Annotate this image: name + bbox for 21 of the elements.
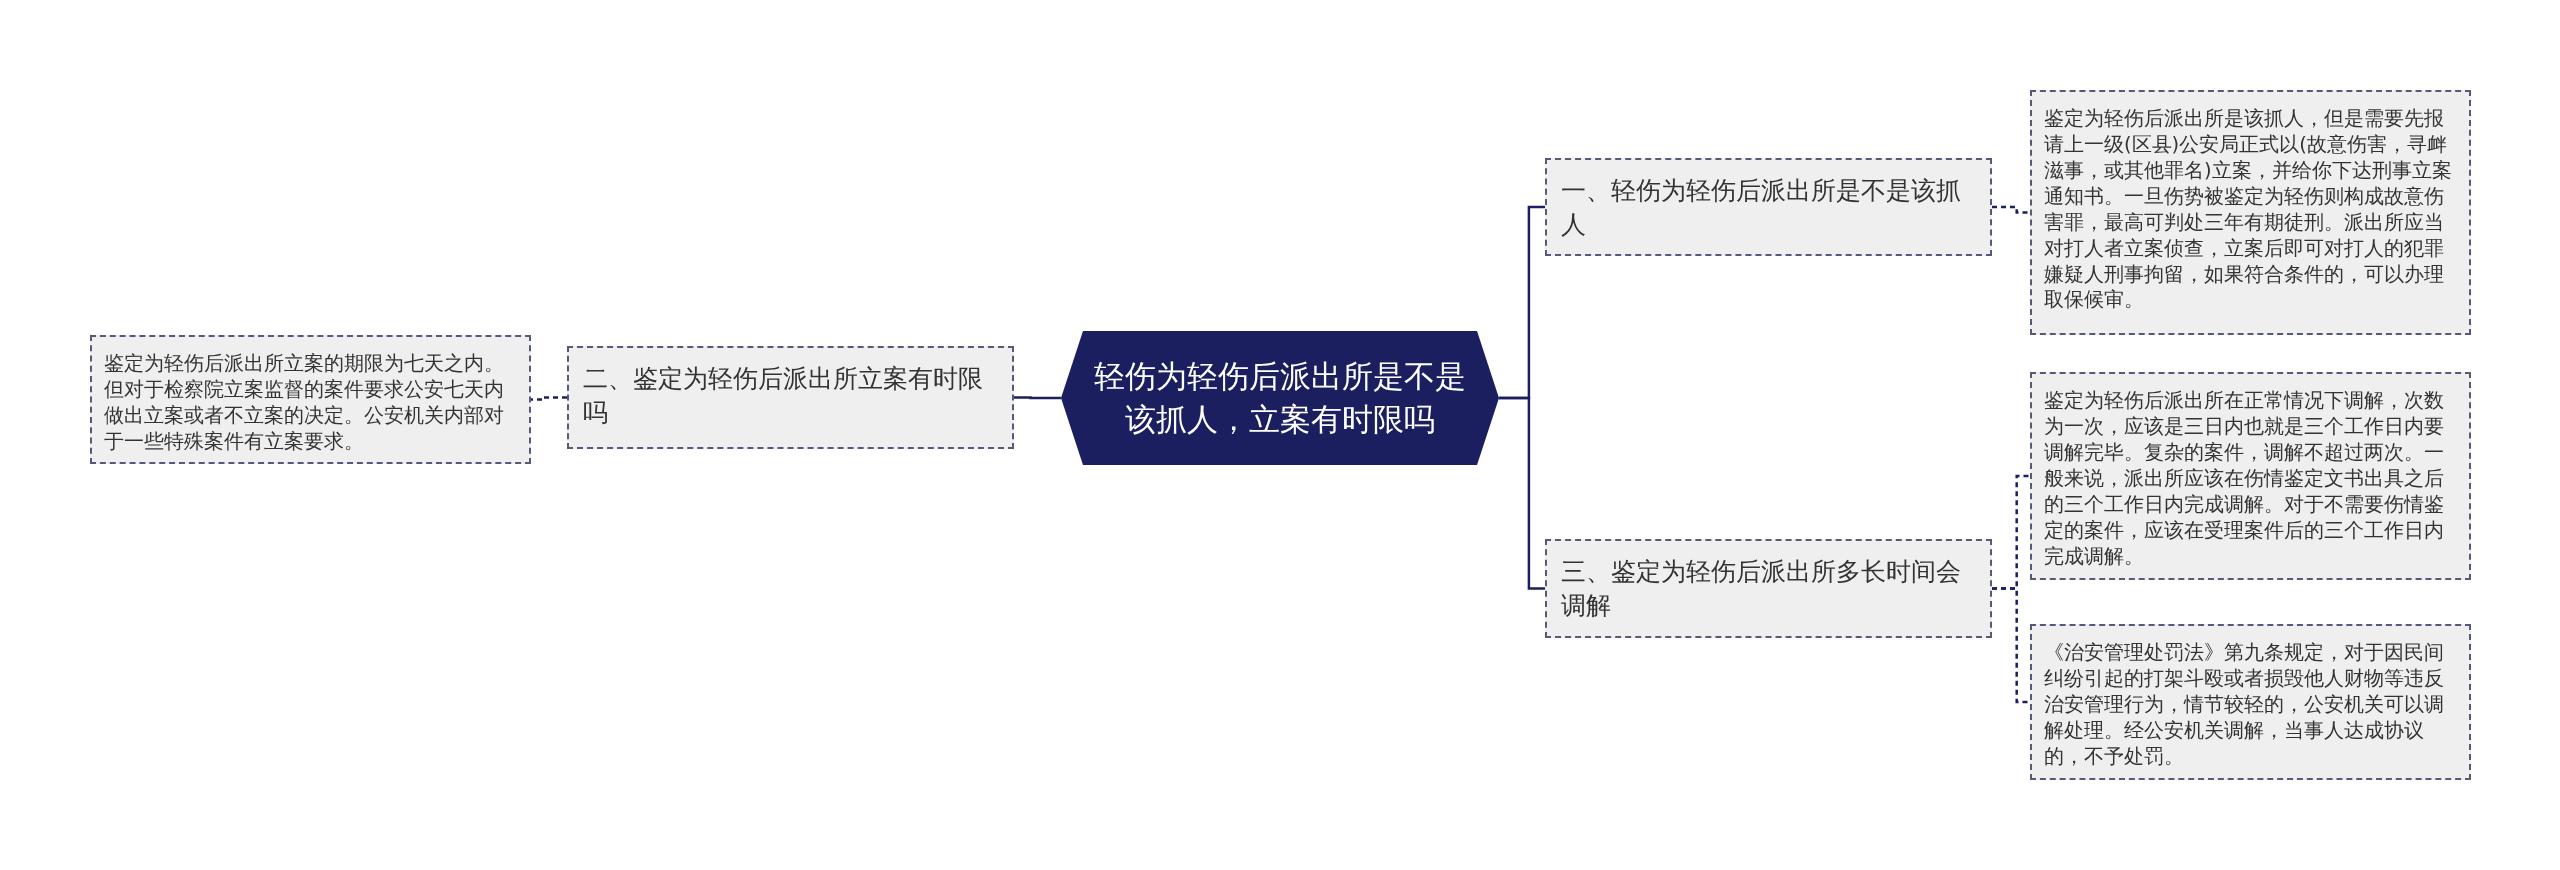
connector-line — [1499, 396, 1545, 590]
topic-box — [1545, 539, 1992, 638]
topic-text: 鉴定为轻伤后派出所立案的期限为七天之内。但对于检察院立案监督的案件要求公安七天内做出立案或者不立案的决定。公安机关内部对于一些特殊案件有立案要求。 — [104, 351, 505, 455]
connector-line — [531, 396, 567, 401]
connector-line — [1992, 205, 2030, 214]
topic-text: 三、鉴定为轻伤后派出所多长时间会调解 — [1561, 556, 1962, 622]
topic-text: 二、鉴定为轻伤后派出所立案有时限吗 — [583, 363, 984, 429]
note-box — [2030, 624, 2471, 780]
topic-text: 鉴定为轻伤后派出所是该抓人，但是需要先报请上一级(区县)公安局正式以(故意伤害，寻衅滋事，或其他罪名)立案，并给你下达刑事立案通知书。一旦伤势被鉴定为轻伤则构成故意伤害罪，最高可判处三年有期徒刑。派出所应当对打人者立案侦查，立案后即可对打人的犯罪嫌疑人刑事拘留，如果符合条件的，可以办理取保候审。 — [2044, 106, 2453, 314]
topic-text: 一、轻伤为轻伤后派出所是不是该抓人 — [1561, 175, 1962, 241]
note-box — [2030, 372, 2471, 580]
note-box — [2030, 90, 2471, 335]
topic-box — [567, 346, 1014, 449]
topic-text: 鉴定为轻伤后派出所在正常情况下调解，次数为一次，应该是三日内也就是三个工作日内要调解完毕。复杂的案件，调解不超过两次。一般来说，派出所应该在伤情鉴定文书出具之后的三个工作日内完成调解。对于不需要伤情鉴定的案件，应该在受理案件后的三个工作日内完成调解。 — [2044, 388, 2445, 570]
note-box — [90, 335, 531, 464]
connector-line — [1014, 396, 1061, 400]
topic-box — [1545, 158, 1992, 256]
topic-text: 轻伤为轻伤后派出所是不是该抓人，立案有时限吗 — [1093, 356, 1467, 439]
topic-hexagon — [1061, 331, 1499, 465]
connector-line — [1992, 587, 2030, 704]
topic-text: 《治安管理处罚法》第九条规定，对于因民间纠纷引起的打架斗殴或者损毁他人财物等违反治安管理行为，情节较轻的，公安机关可以调解处理。经公安机关调解，当事人达成协议的，不予处罚。 — [2044, 640, 2445, 770]
